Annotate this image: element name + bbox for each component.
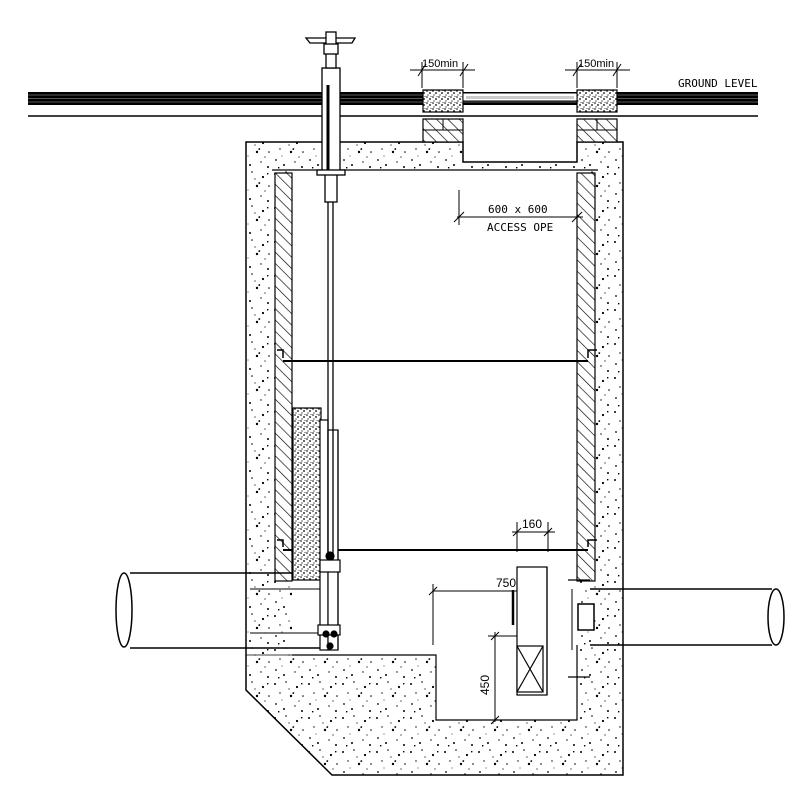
dimension-750 [428,584,517,645]
access-opening-note-label: ACCESS OPE [487,221,553,234]
air-valve-assembly [511,566,590,696]
chamber-floor-outline [246,645,578,721]
right-brick-wall [576,172,596,582]
pipeline [115,572,785,649]
extension-spindle [316,65,346,560]
dimension-150min-right [565,62,630,88]
access-opening-size-label: 600 x 600 [488,203,548,216]
cover-frame-left [422,89,464,143]
ground-level-label: GROUND LEVEL [678,77,758,90]
upper-ladder-rung [277,349,597,362]
dimension-750-label: 750 [496,576,516,590]
dimension-150min-right-label: 150min [578,58,614,70]
chamber-cavity [292,170,577,720]
access-cover [462,92,578,102]
handwheel [304,31,357,69]
ground-surface [28,92,758,117]
dimension-450-label: 450 [478,675,492,695]
left-brick-wall [274,172,293,582]
gate-valve [317,419,341,651]
dimension-160-label: 160 [522,517,542,531]
dimension-150min-left-label: 150min [422,58,458,70]
dimension-160 [512,522,555,552]
thrust-block [292,407,322,581]
dimension-150min-left [410,62,475,88]
dimension-access-opening [453,190,583,225]
cover-frame-right [576,89,618,143]
